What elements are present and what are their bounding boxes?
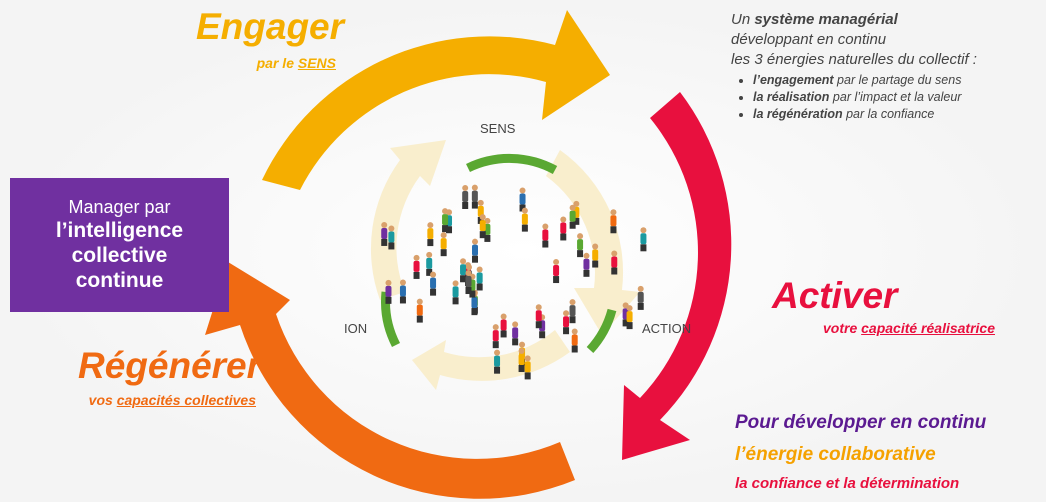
person-figure <box>492 324 499 349</box>
person-figure <box>460 258 467 283</box>
person-figure <box>569 204 576 229</box>
person-figure <box>577 233 584 258</box>
manager-box-line3: collective <box>71 244 168 267</box>
regenerer-title: Régénérer <box>78 345 262 386</box>
inner-arrow-left <box>370 140 446 300</box>
inner-label-sens: SENS <box>480 121 516 136</box>
inner-label-action: ACTION <box>642 321 691 336</box>
bottom-line1: Pour développer en continu <box>735 412 987 433</box>
person-figure <box>563 310 570 335</box>
person-figure <box>542 223 549 248</box>
person-figure <box>571 328 578 353</box>
manager-box-line2: l’intelligence <box>55 219 184 242</box>
regenerer-arrow <box>205 262 575 499</box>
person-figure <box>519 187 526 212</box>
person-figure <box>553 259 560 284</box>
person-figure <box>426 251 433 276</box>
person-figure <box>399 279 406 304</box>
person-figure <box>569 299 576 324</box>
inner-label-ion: ION <box>344 321 367 336</box>
person-figure <box>471 184 478 209</box>
engager-arrow <box>262 10 610 190</box>
people-crowd <box>381 184 647 380</box>
person-figure <box>524 355 531 380</box>
person-figure <box>500 313 507 338</box>
person-figure <box>427 222 434 247</box>
person-figure <box>430 271 437 296</box>
person-figure <box>476 266 483 291</box>
inner-arrow-bottom <box>412 330 570 390</box>
person-figure <box>442 208 449 233</box>
person-figure <box>452 280 459 305</box>
person-figure <box>440 232 447 257</box>
person-figure <box>518 348 525 373</box>
inner-arrow-top-right <box>546 150 640 335</box>
manager-box-line4: continue <box>75 269 164 292</box>
description-line1: Un système managérial <box>731 11 898 28</box>
person-figure <box>610 209 617 234</box>
person-figure <box>465 270 472 295</box>
description-bullets: l’engagement par le partage du sens la r… <box>731 72 1041 123</box>
person-figure <box>592 243 599 268</box>
person-figure <box>484 217 491 242</box>
person-figure <box>472 238 479 263</box>
manager-box-line1: Manager par <box>68 197 171 217</box>
description-block: Un système managérial développant en con… <box>731 10 1041 123</box>
person-figure <box>416 298 423 323</box>
person-figure <box>637 285 644 310</box>
bullet-item: la réalisation par l’impact et la valeur <box>753 89 1041 106</box>
bottom-line3: la confiance et la détermination <box>735 475 960 492</box>
activer-arrow <box>622 92 732 460</box>
green-arc-right <box>586 308 617 354</box>
activer-title: Activer <box>772 275 898 316</box>
person-figure <box>626 305 633 330</box>
green-arc-top <box>466 153 558 174</box>
bottom-line2: l’énergie collaborative <box>735 444 936 465</box>
manager-box: Manager par l’intelligence collective co… <box>10 178 229 312</box>
regenerer-subtitle: vos capacités collectives <box>88 392 256 408</box>
person-figure <box>388 225 395 250</box>
engager-title: Engager <box>196 6 345 47</box>
person-figure <box>385 279 392 304</box>
person-figure <box>512 321 519 346</box>
person-figure <box>413 254 420 279</box>
person-figure <box>560 216 567 241</box>
description-line2: développant en continu <box>731 31 887 48</box>
person-figure <box>494 349 501 374</box>
person-figure <box>611 250 618 275</box>
engager-subtitle: par le SENS <box>256 55 336 71</box>
person-figure <box>535 304 542 329</box>
person-figure <box>381 221 388 246</box>
person-figure <box>521 207 528 232</box>
activer-subtitle: votre capacité réalisatrice <box>823 320 995 336</box>
person-figure <box>479 214 486 239</box>
person-figure <box>583 252 590 277</box>
green-arc-left <box>381 291 401 348</box>
bullet-item: l’engagement par le partage du sens <box>753 72 1041 89</box>
bullet-item: la régénération par la confiance <box>753 106 1041 123</box>
person-figure <box>640 227 647 252</box>
description-line3: les 3 énergies naturelles du collectif : <box>731 51 977 68</box>
person-figure <box>462 184 469 209</box>
